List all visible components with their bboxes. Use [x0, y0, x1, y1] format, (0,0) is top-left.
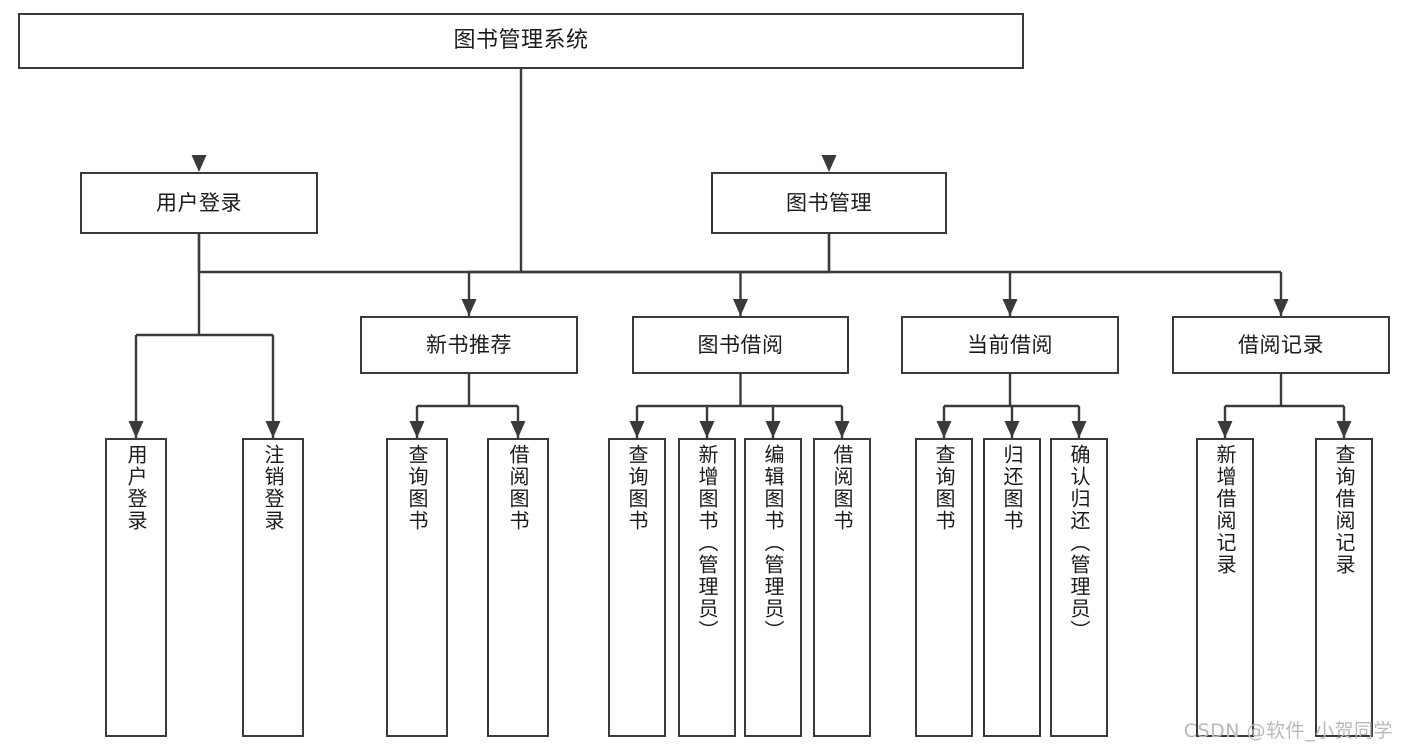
node-label-leaf-borrow-book: 借阅图书: [830, 444, 854, 532]
node-leaf-user-login[interactable]: 用户登录: [105, 438, 167, 737]
node-borrow-record[interactable]: 借阅记录: [1172, 316, 1390, 374]
node-leaf-user-logout[interactable]: 注销登录: [242, 438, 304, 737]
node-label-leaf-query-book: 查询图书: [625, 444, 649, 532]
node-book-manage[interactable]: 图书管理: [711, 172, 947, 234]
arrowhead-book-manage: [821, 155, 837, 172]
node-label-root: 图书管理系统: [453, 28, 589, 54]
node-root[interactable]: 图书管理系统: [18, 13, 1024, 69]
arrowhead-leaf-borrow-book: [834, 421, 850, 438]
node-label-leaf-add-record: 新增借阅记录: [1213, 444, 1237, 576]
arrowhead-leaf-return-book: [1004, 421, 1020, 438]
node-leaf-confirm-return[interactable]: 确认归还（管理员）: [1050, 438, 1108, 737]
node-label-leaf-edit-book: 编辑图书（管理员）: [761, 444, 785, 642]
arrowhead-user-login: [191, 155, 207, 172]
node-leaf-edit-book[interactable]: 编辑图书（管理员）: [744, 438, 802, 737]
node-label-current-borrow: 当前借阅: [967, 332, 1053, 357]
node-label-leaf-query-book-rec: 查询图书: [405, 444, 429, 532]
node-label-leaf-confirm-return: 确认归还（管理员）: [1067, 444, 1091, 642]
node-leaf-query-book-cur[interactable]: 查询图书: [915, 438, 973, 737]
arrowhead-leaf-borrow-book-rec: [510, 421, 526, 438]
node-book-borrow[interactable]: 图书借阅: [632, 316, 849, 374]
node-leaf-query-book[interactable]: 查询图书: [608, 438, 666, 737]
node-leaf-return-book[interactable]: 归还图书: [983, 438, 1041, 737]
node-label-leaf-user-logout: 注销登录: [261, 444, 285, 532]
arrowhead-borrow-record: [1273, 299, 1289, 316]
arrowhead-leaf-edit-book: [765, 421, 781, 438]
node-label-leaf-borrow-book-rec: 借阅图书: [506, 444, 530, 532]
node-new-book-rec[interactable]: 新书推荐: [360, 316, 578, 374]
arrowhead-leaf-add-book: [699, 421, 715, 438]
node-label-user-login: 用户登录: [156, 190, 242, 215]
node-leaf-add-record[interactable]: 新增借阅记录: [1196, 438, 1254, 737]
arrowhead-leaf-query-book-rec: [409, 421, 425, 438]
node-label-leaf-query-book-cur: 查询图书: [932, 444, 956, 532]
arrowhead-leaf-confirm-return: [1071, 421, 1087, 438]
node-user-login[interactable]: 用户登录: [80, 172, 318, 234]
arrowhead-leaf-query-book-cur: [936, 421, 952, 438]
node-label-book-borrow: 图书借阅: [697, 332, 784, 357]
arrowhead-leaf-user-logout: [265, 421, 281, 438]
node-label-borrow-record: 借阅记录: [1238, 332, 1324, 357]
arrowhead-leaf-add-record: [1217, 421, 1233, 438]
node-leaf-borrow-book[interactable]: 借阅图书: [813, 438, 871, 737]
node-leaf-query-book-rec[interactable]: 查询图书: [386, 438, 448, 737]
arrowhead-book-borrow: [733, 299, 748, 316]
arrowhead-leaf-user-login: [128, 421, 144, 438]
arrowhead-current-borrow: [1002, 299, 1018, 316]
node-label-new-book-rec: 新书推荐: [426, 332, 512, 357]
node-leaf-add-book[interactable]: 新增图书（管理员）: [678, 438, 736, 737]
node-leaf-query-record[interactable]: 查询借阅记录: [1315, 438, 1373, 737]
node-label-book-manage: 图书管理: [786, 190, 872, 215]
node-label-leaf-return-book: 归还图书: [1000, 444, 1024, 532]
watermark-label: CSDN @软件_小贺同学: [1183, 720, 1393, 742]
node-label-leaf-user-login: 用户登录: [124, 444, 148, 532]
node-current-borrow[interactable]: 当前借阅: [901, 316, 1119, 374]
arrowhead-leaf-query-book: [629, 421, 645, 438]
node-label-leaf-add-book: 新增图书（管理员）: [695, 444, 719, 642]
arrowhead-leaf-query-record: [1336, 421, 1352, 438]
node-leaf-borrow-book-rec[interactable]: 借阅图书: [487, 438, 549, 737]
node-label-leaf-query-record: 查询借阅记录: [1332, 444, 1356, 576]
arrowhead-new-book-rec: [461, 299, 477, 316]
